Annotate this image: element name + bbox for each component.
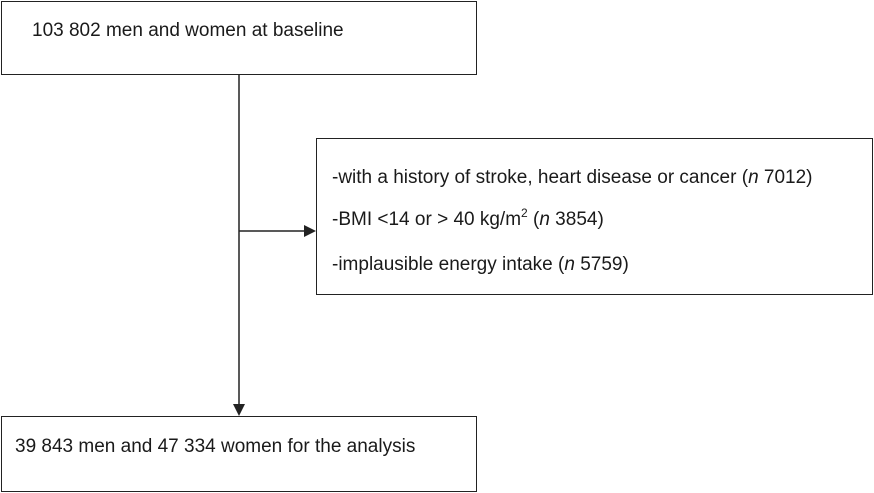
exclusion-history-label: -with a history of stroke, heart disease… [332, 167, 749, 188]
exclusion-history: -with a history of stroke, heart disease… [332, 167, 813, 189]
n-symbol: n [539, 209, 550, 230]
n-symbol: n [748, 167, 759, 188]
exclusion-energy-count: 5759) [574, 254, 629, 275]
exclusion-bmi: -BMI <14 or > 40 kg/m2 (n 3854) [332, 206, 604, 231]
analysis-box: 39 843 men and 47 334 women for the anal… [1, 416, 477, 492]
baseline-text: 103 802 men and women at baseline [32, 20, 344, 41]
exclusion-box: -with a history of stroke, heart disease… [316, 138, 873, 295]
exclusion-bmi-label: -BMI <14 or > 40 kg/m [332, 209, 522, 230]
paren-open: ( [527, 209, 540, 230]
exclusion-energy-label: -implausible energy intake ( [332, 254, 565, 275]
analysis-text: 39 843 men and 47 334 women for the anal… [15, 436, 416, 457]
exclusion-bmi-count: 3854) [549, 209, 604, 230]
right-arrowhead [304, 225, 316, 237]
superscript-2: 2 [521, 206, 528, 220]
exclusion-history-count: 7012) [758, 167, 813, 188]
exclusion-energy: -implausible energy intake (n 5759) [332, 254, 629, 276]
baseline-box: 103 802 men and women at baseline [1, 1, 477, 75]
down-arrowhead [233, 404, 245, 416]
n-symbol: n [564, 254, 575, 275]
